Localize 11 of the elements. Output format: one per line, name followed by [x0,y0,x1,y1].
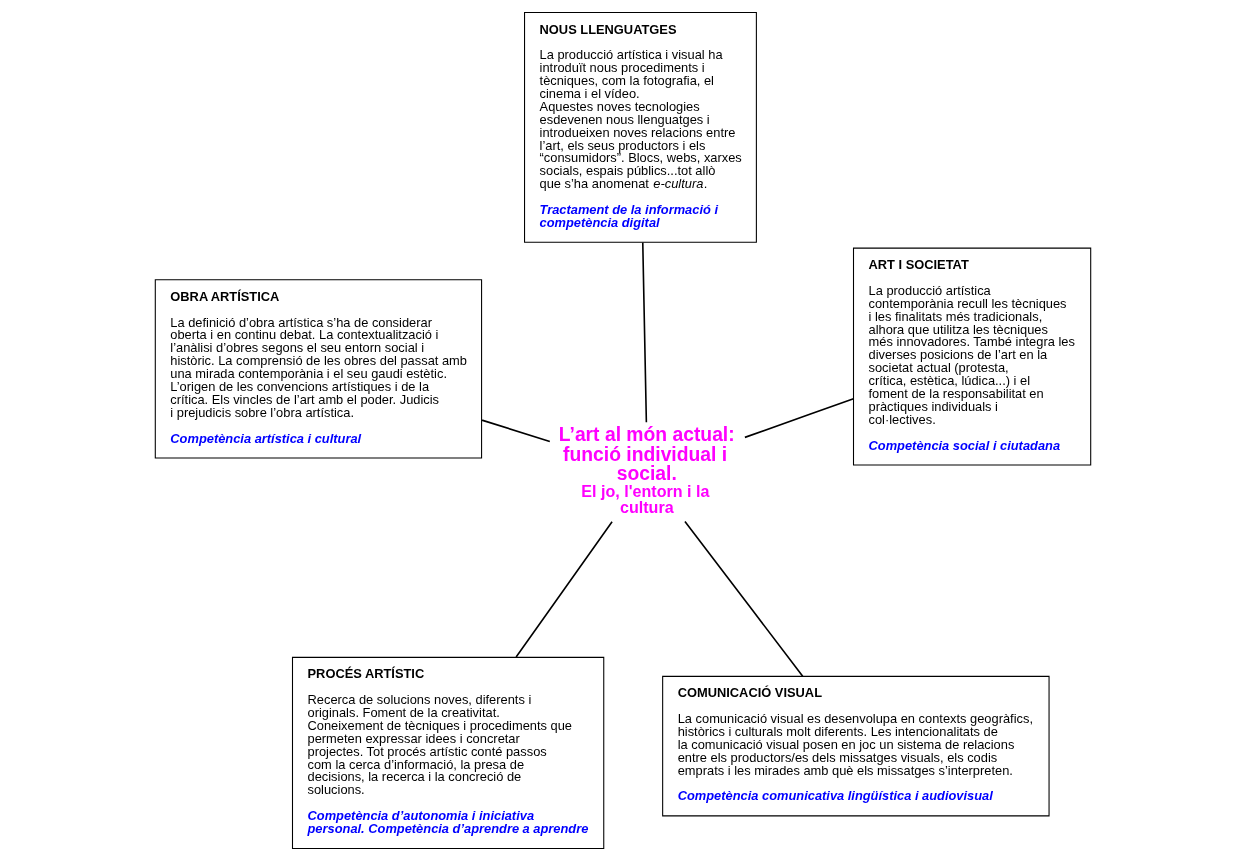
connector [641,241,647,424]
connector [683,520,803,678]
node-box: PROCÉS ARTÍSTIC Recerca de solucions noves, diferents i originals. Foment de la creativitat. Coneixement de tècniques i procediments que permeten expressar idees i concretar projectes. Tot procés artístic conté passos com la cerca d’informació, la presa de decisions, la recerca i la concreció de solucions. Competència d’autonomia i iniciativa personal. Competència d’aprendre a aprendre [291,656,604,849]
node-box: COMUNICACIÓ VISUAL La comunicació visual es desenvolupa en contexts geogràfics, històrics i culturals molt diferents. Les intencionalitats de la comunicació visual posen en joc un sistema de relacions entre els productors/es dels missatges visuals, els codis emprats i les mirades amb què els missatges s’interpreten. Competència comunicativa lingüística i audiovisual [661,675,1050,817]
connector [743,397,854,439]
node-box: OBRA ARTÍSTICA La definició d’obra artística s’ha de considerar oberta i en continu debat. La contextualització i l’anàlisi d’obres segons el seu entorn social i històric. La comprensió de les obres del passat amb una mirada contemporània i el seu gaudi estètic. L’origen de les convencions artístiques i de la crítica. Els vincles de l’art amb el poder. Judicis i prejudicis sobre l’obra artística. Competència artística i cultural [154,279,482,459]
node-text: L’art al món actual: funció individual i social. El jo, l'entorn i la cultura [558,424,735,516]
node-box: ART I SOCIETAT La producció artística contemporània recull les tècniques i les finalitats més tradicionals, alhora que utilitza les tècniques més innovadores. També integra les diverses posicions de l’art en la societat actual (protesta, crítica, estètica, lúdica...) i el foment de la responsabilitat en pràctiques individuals i col·lectives. Competència social i ciutadana [852,247,1091,466]
node-box: NOUS LLENGUATGES La producció artística i visual ha introduït nous procediments i tècniques, com la fotografia, el cinema i el vídeo. Aquestes noves tecnologies esdevenen nous llenguatges i introdueixen noves relacions entre l’art, els seus productors i els “consumidors”. Blocs, webs, xarxes socials, espais públics...tot allò que s’ha anomenat e-cultura. Tractament de la informació i competència digital [523,12,757,243]
connector [514,521,613,658]
connector [480,419,551,443]
